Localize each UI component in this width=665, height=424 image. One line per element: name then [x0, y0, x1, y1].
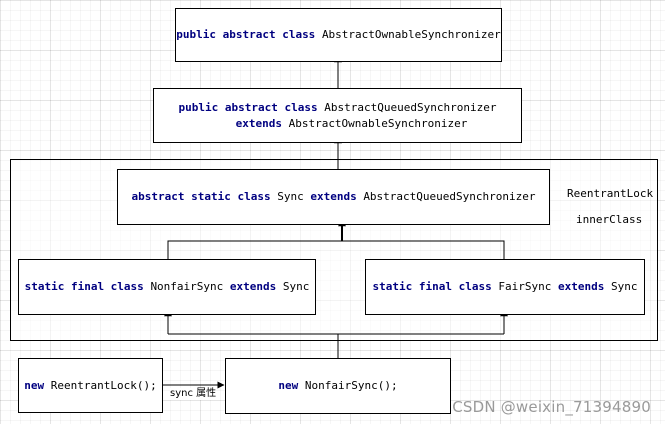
keyword-token: public abstract class [178, 100, 325, 114]
csdn-watermark: CSDN @weixin_71394890 [452, 398, 651, 416]
class-fair-sync: static final class FairSync extends Sync [365, 259, 645, 315]
identifier-token: Sync [610, 280, 638, 293]
keyword-token: extends [310, 190, 364, 203]
identifier-token: AbstractQueuedSynchronizer [324, 100, 497, 114]
identifier-token: AbstractOwnableSynchronizer [288, 116, 468, 130]
container-label-reentrantlock: ReentrantLock [567, 187, 654, 200]
identifier-token: Sync [277, 190, 311, 203]
nonfair-sync-line-1: static final class NonfairSync extends S… [25, 279, 310, 295]
identifier-token: NonfairSync [150, 280, 230, 293]
keyword-token: extends [229, 280, 283, 293]
class-abstract-queued-synchronizer: public abstract class AbstractQueuedSync… [153, 88, 522, 143]
container-label-inner-class: innerClass [576, 213, 643, 226]
identifier-token: NonfairSync(); [304, 379, 398, 392]
edge-label-sync-field: sync 属性 [170, 388, 217, 400]
class-sync: abstract static class Sync extends Abstr… [117, 169, 550, 225]
aqs-line-1: public abstract class AbstractQueuedSync… [179, 100, 497, 116]
keyword-token: extends [557, 280, 611, 293]
identifier-token: AbstractQueuedSynchronizer [363, 190, 536, 203]
keyword-token: public abstract class [176, 28, 322, 41]
aos-line-1: public abstract class AbstractOwnableSyn… [176, 27, 501, 43]
aqs-line-2: extends AbstractOwnableSynchronizer [208, 116, 468, 132]
node-new-reentrant-lock: new ReentrantLock(); [18, 358, 163, 413]
new-nonfair-sync-line-1: new NonfairSync(); [278, 378, 397, 394]
fair-sync-line-1: static final class FairSync extends Sync [373, 279, 638, 295]
keyword-token: new [24, 378, 51, 392]
identifier-token: Sync [282, 280, 310, 293]
identifier-token: ReentrantLock(); [50, 378, 157, 392]
identifier-token: AbstractOwnableSynchronizer [321, 28, 501, 41]
keyword-token: new [278, 379, 305, 392]
new-reentrant-lock-line-1: new ReentrantLock(); [24, 378, 156, 394]
node-new-nonfair-sync: new NonfairSync(); [225, 358, 451, 414]
class-nonfair-sync: static final class NonfairSync extends S… [18, 259, 316, 315]
keyword-token: abstract static class [131, 190, 278, 203]
keyword-token: extends [235, 116, 289, 130]
identifier-token: FairSync [498, 280, 558, 293]
class-abstract-ownable-synchronizer: public abstract class AbstractOwnableSyn… [175, 8, 502, 62]
keyword-token: static final class [372, 280, 499, 293]
sync-line-1: abstract static class Sync extends Abstr… [132, 189, 536, 205]
keyword-token: static final class [24, 280, 151, 293]
